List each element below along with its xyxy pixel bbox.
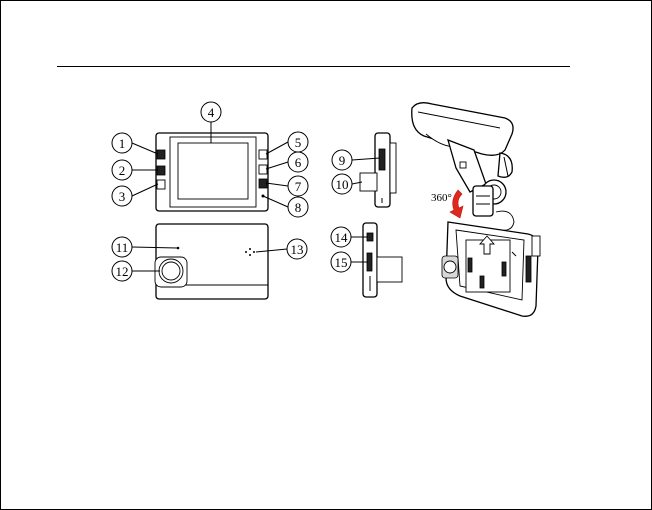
- callout-13: 13: [287, 239, 307, 259]
- svg-text:9: 9: [339, 153, 346, 168]
- callout-8: 8: [288, 197, 308, 217]
- callout-12: 12: [112, 261, 132, 281]
- svg-text:7: 7: [295, 179, 302, 194]
- callout-6: 6: [288, 152, 308, 172]
- mode-button: [157, 166, 165, 175]
- side-view-top: [360, 133, 396, 207]
- menu-button: [157, 150, 165, 159]
- callout-5: 5: [288, 132, 308, 152]
- svg-text:4: 4: [208, 105, 215, 120]
- callout-3: 3: [112, 186, 132, 206]
- ok-button: [259, 179, 267, 188]
- rotation-label: 360°: [431, 192, 452, 204]
- callout-9: 9: [332, 150, 352, 170]
- svg-text:2: 2: [119, 163, 126, 178]
- svg-text:12: 12: [116, 264, 129, 279]
- svg-text:3: 3: [119, 189, 126, 204]
- svg-text:11: 11: [116, 240, 129, 255]
- svg-text:10: 10: [336, 177, 349, 192]
- callout-7: 7: [288, 176, 308, 196]
- rotation-arrow: [450, 190, 463, 218]
- down-button: [259, 165, 267, 174]
- side-port: [360, 173, 377, 191]
- svg-text:6: 6: [295, 155, 302, 170]
- sd-card-slot: [379, 149, 385, 170]
- power-button: [157, 180, 165, 189]
- callout-4: 4: [201, 102, 221, 122]
- svg-text:13: 13: [291, 242, 304, 257]
- up-button: [259, 150, 267, 159]
- lcd-screen: [178, 143, 248, 199]
- callout-11: 11: [112, 237, 132, 257]
- svg-text:8: 8: [295, 200, 302, 215]
- svg-text:15: 15: [335, 255, 348, 270]
- svg-text:5: 5: [295, 135, 302, 150]
- side-view-bottom: [363, 223, 402, 297]
- callout-14: 14: [331, 227, 351, 247]
- svg-text:14: 14: [335, 230, 349, 245]
- back-view: [155, 224, 268, 299]
- callout-2: 2: [112, 160, 132, 180]
- callout-15: 15: [331, 252, 351, 272]
- front-view: [156, 133, 268, 211]
- car-mount: 360°: [412, 103, 540, 317]
- svg-text:1: 1: [119, 136, 126, 151]
- callout-1: 1: [112, 133, 132, 153]
- callout-10: 10: [332, 174, 352, 194]
